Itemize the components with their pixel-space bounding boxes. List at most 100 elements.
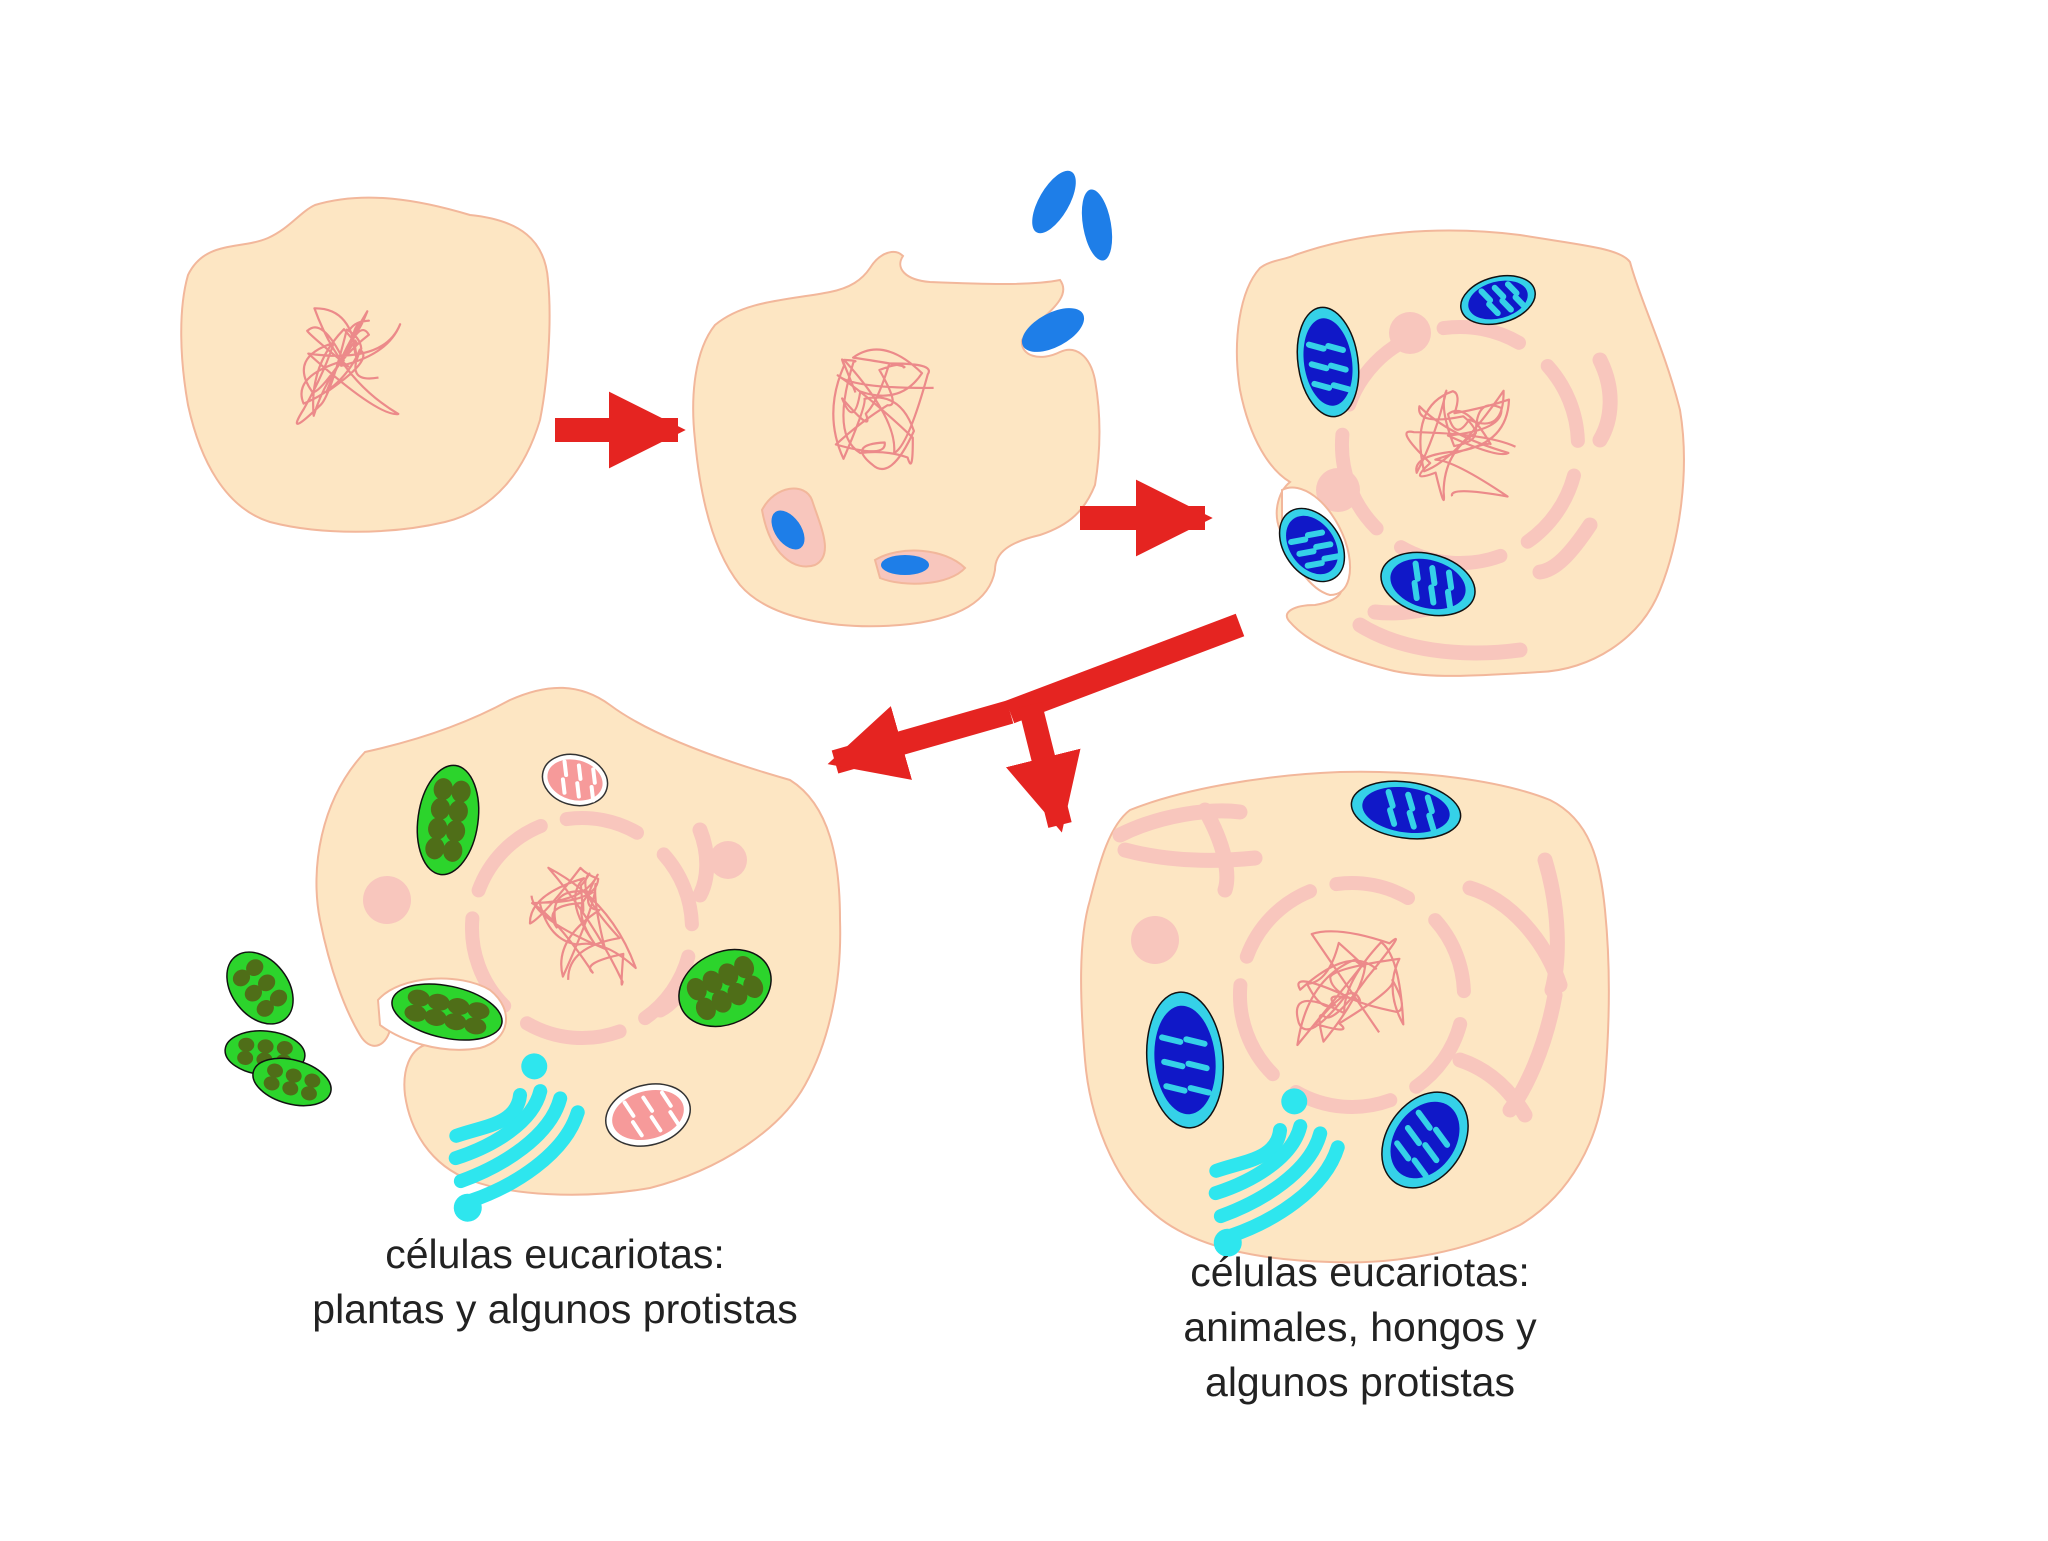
mitochondrion-crista — [1304, 553, 1342, 569]
envelope-segment — [1329, 876, 1415, 905]
thylakoid-grana — [711, 990, 732, 1013]
golgi-vesicle — [1213, 1228, 1242, 1257]
thylakoid-grana — [447, 998, 470, 1015]
thylakoid-grana — [258, 974, 276, 992]
mitochondrion — [1145, 991, 1225, 1129]
thylakoid-grana — [263, 1076, 280, 1091]
er-tubule — [1452, 1052, 1533, 1123]
envelope-segment — [471, 819, 548, 898]
thylakoid-grana — [282, 1081, 299, 1096]
mitochondrion-crista — [1305, 341, 1346, 353]
thylakoid-grana — [285, 1068, 302, 1083]
thylakoid-grana — [695, 997, 716, 1021]
caption-line: plantas y algunos protistas — [312, 1286, 798, 1332]
thylakoid-grana — [425, 837, 445, 860]
mitochondrion — [1380, 551, 1476, 617]
bacterium-icon — [881, 555, 929, 575]
vesicle — [1389, 312, 1431, 354]
thylakoid-grana — [448, 800, 468, 823]
endoplasmic-reticulum — [1112, 802, 1568, 1123]
envelope-segment — [1409, 1017, 1468, 1094]
mitochondrion-crista — [1163, 1083, 1212, 1096]
thylakoid-grana — [276, 1041, 293, 1056]
mitochondrion-crista — [1288, 529, 1326, 546]
mitochondrion-crista — [1394, 1140, 1429, 1179]
thylakoid-grana — [404, 1004, 427, 1022]
free-bacteria — [1021, 170, 1113, 352]
envelope-segment — [1520, 468, 1581, 549]
envelope-segment — [1239, 884, 1317, 964]
cell-membrane — [180, 196, 551, 533]
thylakoid-grana — [702, 970, 723, 994]
mitochondrion-crista — [1405, 791, 1417, 830]
er-tubule — [1117, 842, 1263, 868]
mitochondrion — [1350, 780, 1462, 840]
cell-animal — [1080, 770, 1610, 1264]
thylakoid-grana — [464, 1017, 487, 1035]
envelope-segment — [1232, 978, 1280, 1082]
mitochondrion-crista — [1159, 1034, 1208, 1047]
chloroplast — [391, 983, 503, 1041]
golgi-cisterna — [448, 1084, 548, 1166]
thylakoid-grana — [444, 1013, 467, 1031]
mitochondrion-crista — [1411, 560, 1421, 602]
mitochondrion-crista — [1161, 1058, 1210, 1072]
arrow-to-animal-cell — [1005, 702, 1081, 833]
dna-strand — [528, 866, 637, 986]
mitochondrion-crista — [1424, 794, 1437, 833]
bacterium-icon — [1081, 189, 1113, 261]
cell-plant — [315, 686, 842, 1222]
dna-strand — [1295, 930, 1405, 1047]
nucleoid-dna — [832, 348, 934, 471]
nucleus-dna — [1295, 930, 1405, 1047]
er-tubule — [1592, 352, 1618, 448]
golgi-apparatus — [1208, 1088, 1345, 1257]
arrow-branch-trunk — [1005, 613, 1245, 724]
er-tubule — [1112, 803, 1248, 843]
thylakoid-grana — [269, 989, 288, 1007]
mitochondrion-crista — [1428, 565, 1438, 606]
golgi-vesicle — [453, 1193, 482, 1222]
chloroplast — [416, 764, 480, 876]
er-tubule — [1532, 517, 1598, 580]
engulfed-bacterium — [760, 487, 826, 568]
chloroplast — [226, 951, 294, 1025]
mitochondrion — [1460, 274, 1536, 326]
bacterium-icon — [771, 510, 805, 550]
bacterium-icon — [1021, 308, 1085, 352]
mitochondrion-crista — [1296, 541, 1334, 557]
mitochondrion — [1296, 306, 1360, 418]
mitochondrion-crista — [622, 1100, 644, 1138]
thylakoid-grana — [445, 820, 466, 843]
mitochondrion-crista — [560, 759, 569, 795]
cell-with-mitochondria — [1235, 229, 1685, 677]
vesicle — [1131, 916, 1179, 964]
branch-arrows — [827, 613, 1245, 833]
thylakoid-grana — [451, 780, 471, 803]
caption-plant-cells: células eucariotas: plantas y algunos pr… — [245, 1227, 865, 1337]
mitochondrion-crista — [660, 1090, 682, 1128]
caption-animal-cells: células eucariotas: animales, hongos y a… — [1090, 1245, 1630, 1410]
nucleus-dna — [528, 866, 637, 986]
cell-primitive — [180, 196, 551, 533]
free-chloroplasts — [224, 951, 332, 1107]
mitochondrion-crista — [1444, 569, 1455, 610]
mitochondrion — [1381, 1091, 1469, 1189]
mitochondrion-crista — [1311, 380, 1352, 393]
caption-line: animales, hongos y — [1183, 1304, 1537, 1350]
thylakoid-grana — [246, 959, 264, 976]
thylakoid-grana — [267, 1063, 283, 1078]
golgi-cisterna — [463, 1105, 585, 1209]
thylakoid-grana — [430, 797, 451, 820]
envelope-segment — [520, 1016, 627, 1045]
chloroplast — [678, 948, 772, 1028]
envelope-segment — [559, 811, 644, 840]
er-tubule — [1462, 880, 1568, 993]
thylakoid-grana — [407, 989, 430, 1007]
dna-strand — [295, 307, 402, 425]
vesicle — [1316, 468, 1360, 512]
envelope-segment — [656, 847, 699, 932]
thylakoid-grana — [238, 1037, 255, 1052]
